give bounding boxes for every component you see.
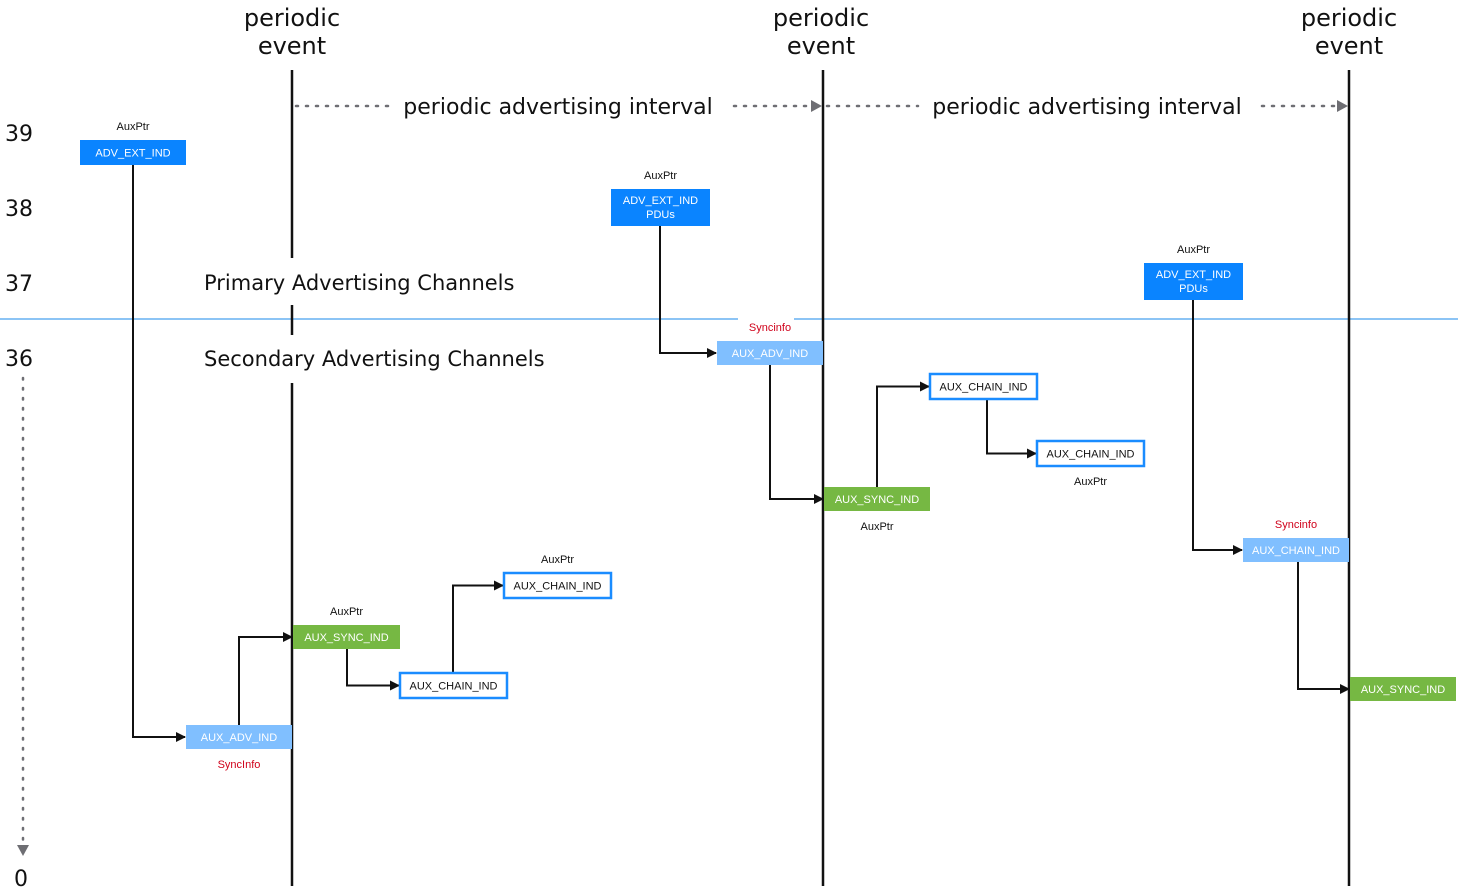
pdu-label: AUX_CHAIN_IND bbox=[1046, 449, 1134, 461]
pdu-box bbox=[1035, 439, 1146, 468]
periodic-event-label: periodic bbox=[1301, 4, 1397, 32]
pdu-box bbox=[824, 487, 930, 511]
pdu-aux-chain-ind: AUX_CHAIN_IND bbox=[928, 372, 1039, 401]
connector-arrow-c1-c2 bbox=[452, 580, 504, 673]
channel-label-0: 0 bbox=[14, 867, 28, 892]
connector-arrow-p2-a2 bbox=[659, 226, 717, 358]
pdu-label: ADV_EXT_IND bbox=[623, 195, 698, 207]
pdu-label: AUX_ADV_IND bbox=[201, 732, 277, 744]
pdu-label: AUX_SYNC_IND bbox=[835, 494, 919, 506]
pdu-aux-adv-ind: AUX_ADV_IND SyncInfo bbox=[186, 725, 292, 771]
pdu-label: ADV_EXT_IND bbox=[95, 148, 170, 160]
periodic-event-label: event bbox=[258, 32, 326, 60]
pdu-aux-sync-ind: AUX_SYNC_IND AuxPtr bbox=[824, 487, 930, 533]
connectors bbox=[132, 165, 1350, 742]
connector-arrow-s2-c3 bbox=[876, 381, 930, 487]
pdu-box bbox=[1243, 538, 1349, 562]
pdu-label: AUX_SYNC_IND bbox=[304, 632, 388, 644]
auxptr-note: AuxPtr bbox=[541, 554, 574, 566]
periodic-event-header-1: periodic event bbox=[244, 4, 340, 60]
interval-label: periodic advertising interval bbox=[403, 95, 712, 120]
pdu-adv-ext-ind: ADV_EXT_IND PDUs AuxPtr bbox=[611, 170, 710, 226]
arrow-head-icon bbox=[1337, 100, 1348, 112]
periodic-event-label: event bbox=[787, 32, 855, 60]
pdu-box bbox=[928, 372, 1039, 401]
pdu-label-sub: PDUs bbox=[1179, 283, 1208, 295]
periodic-event-label: event bbox=[1315, 32, 1383, 60]
pdu-box bbox=[1144, 263, 1243, 300]
pdu-boxes: ADV_EXT_INDAuxPtrADV_EXT_INDPDUsAuxPtrAD… bbox=[80, 121, 1456, 771]
syncinfo-note: Syncinfo bbox=[749, 322, 791, 334]
pdu-label-sub: PDUs bbox=[646, 209, 675, 221]
pdu-box bbox=[502, 571, 613, 600]
pdu-aux-adv-ind: AUX_ADV_IND Syncinfo bbox=[717, 322, 823, 365]
auxptr-note: AuxPtr bbox=[1074, 476, 1107, 488]
pdu-box bbox=[293, 625, 400, 649]
periodic-event-header-2: periodic event bbox=[773, 4, 869, 60]
secondary-channels-label: Secondary Advertising Channels bbox=[204, 347, 545, 371]
pdu-aux-sync-ind: AUX_SYNC_IND bbox=[1350, 677, 1456, 701]
pdu-label: AUX_ADV_IND bbox=[732, 348, 808, 360]
arrow-down-icon bbox=[17, 845, 29, 856]
connector-arrow-s1-c1 bbox=[346, 649, 400, 691]
pdu-label: ADV_EXT_IND bbox=[1156, 269, 1231, 281]
channel-label-38: 38 bbox=[5, 197, 33, 222]
connector-arrow-c3-c4 bbox=[986, 399, 1037, 459]
interval-label: periodic advertising interval bbox=[932, 95, 1241, 120]
auxptr-note: AuxPtr bbox=[860, 521, 893, 533]
channel-axis: 39 38 37 36 0 bbox=[5, 122, 33, 892]
connector-arrow-p1-a1 bbox=[132, 165, 186, 742]
pdu-label: AUX_CHAIN_IND bbox=[409, 681, 497, 693]
arrow-head-icon bbox=[811, 100, 822, 112]
pdu-label: AUX_CHAIN_IND bbox=[939, 382, 1027, 394]
region-label-bg bbox=[200, 262, 540, 302]
auxptr-note: AuxPtr bbox=[116, 121, 149, 133]
pdu-label: AUX_SYNC_IND bbox=[1361, 684, 1445, 696]
pdu-adv-ext-ind: ADV_EXT_IND AuxPtr bbox=[80, 121, 186, 165]
region-label-bg bbox=[200, 338, 570, 380]
pdu-aux-chain-ind: AUX_CHAIN_IND AuxPtr bbox=[1035, 439, 1146, 488]
pdu-box bbox=[611, 189, 710, 226]
syncinfo-note: SyncInfo bbox=[218, 759, 261, 771]
auxptr-note: AuxPtr bbox=[1177, 244, 1210, 256]
pdu-adv-ext-ind: ADV_EXT_IND PDUs AuxPtr bbox=[1144, 244, 1243, 300]
pdu-box bbox=[1350, 677, 1456, 701]
connector-arrow-a2-s2 bbox=[769, 365, 824, 504]
pdu-box bbox=[80, 140, 186, 165]
pdu-box bbox=[186, 725, 292, 749]
connector-arrow-p3-a3 bbox=[1192, 300, 1243, 555]
periodic-event-label: periodic bbox=[773, 4, 869, 32]
pdu-aux-chain-ind: AUX_CHAIN_IND Syncinfo bbox=[1243, 519, 1349, 562]
connector-arrow-a3-s3 bbox=[1297, 562, 1350, 694]
interval-arrow-1: periodic advertising interval bbox=[294, 95, 822, 120]
syncinfo-note: Syncinfo bbox=[1275, 519, 1317, 531]
pdu-box bbox=[398, 671, 509, 700]
pdu-label: AUX_CHAIN_IND bbox=[1252, 545, 1340, 557]
pdu-label: AUX_CHAIN_IND bbox=[513, 581, 601, 593]
pdu-aux-chain-ind: AUX_CHAIN_IND bbox=[398, 671, 509, 700]
pdu-aux-sync-ind: AUX_SYNC_IND AuxPtr bbox=[293, 606, 400, 649]
interval-arrow-2: periodic advertising interval bbox=[825, 95, 1348, 120]
auxptr-note: AuxPtr bbox=[330, 606, 363, 618]
channel-label-39: 39 bbox=[5, 122, 33, 147]
pdu-aux-chain-ind: AUX_CHAIN_IND AuxPtr bbox=[502, 554, 613, 600]
channel-label-36: 36 bbox=[5, 347, 33, 372]
auxptr-note: AuxPtr bbox=[644, 170, 677, 182]
channel-label-37: 37 bbox=[5, 272, 33, 297]
primary-channels-label: Primary Advertising Channels bbox=[204, 271, 514, 295]
pdu-box bbox=[717, 341, 823, 365]
connector-arrow-a1-s1 bbox=[238, 632, 293, 725]
periodic-event-label: periodic bbox=[244, 4, 340, 32]
periodic-event-header-3: periodic event bbox=[1301, 4, 1397, 60]
